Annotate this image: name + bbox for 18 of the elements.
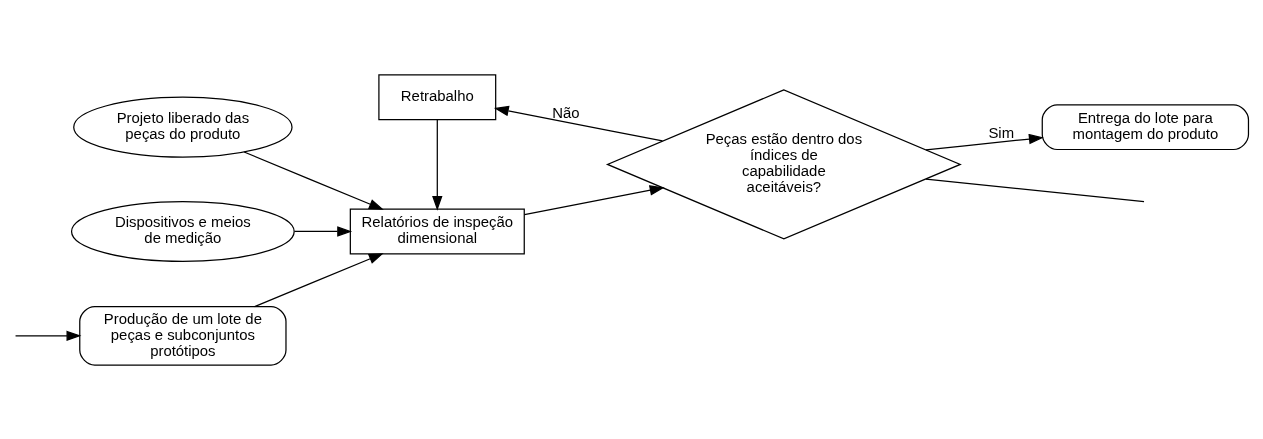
arrow bbox=[14, 330, 82, 341]
arrow bbox=[243, 150, 384, 210]
arrow bbox=[493, 105, 664, 142]
arrow bbox=[254, 252, 384, 307]
edge-label: Não bbox=[552, 104, 580, 121]
node-box: Relatórios de inspeção dimensional bbox=[349, 208, 525, 254]
edge-label: Sim bbox=[988, 124, 1015, 141]
node-ellipse: Dispositivos e meios de medição bbox=[70, 200, 295, 262]
node-box: Entrega do lote para montagem do produto bbox=[1041, 103, 1250, 150]
node-box: Produção de um lote de peças e subconjuntos protótipos bbox=[79, 305, 287, 366]
arrow bbox=[432, 118, 443, 211]
arrow bbox=[294, 225, 353, 237]
arrow bbox=[523, 184, 665, 215]
node-ellipse: Projeto liberado das peças do produto bbox=[73, 96, 293, 158]
node-diamond: Peças estão dentro dos índices de capabilidade aceitáveis? bbox=[605, 88, 962, 240]
arrow bbox=[925, 133, 1044, 150]
connector bbox=[925, 177, 1145, 202]
node-box: Retrabalho bbox=[378, 73, 497, 120]
